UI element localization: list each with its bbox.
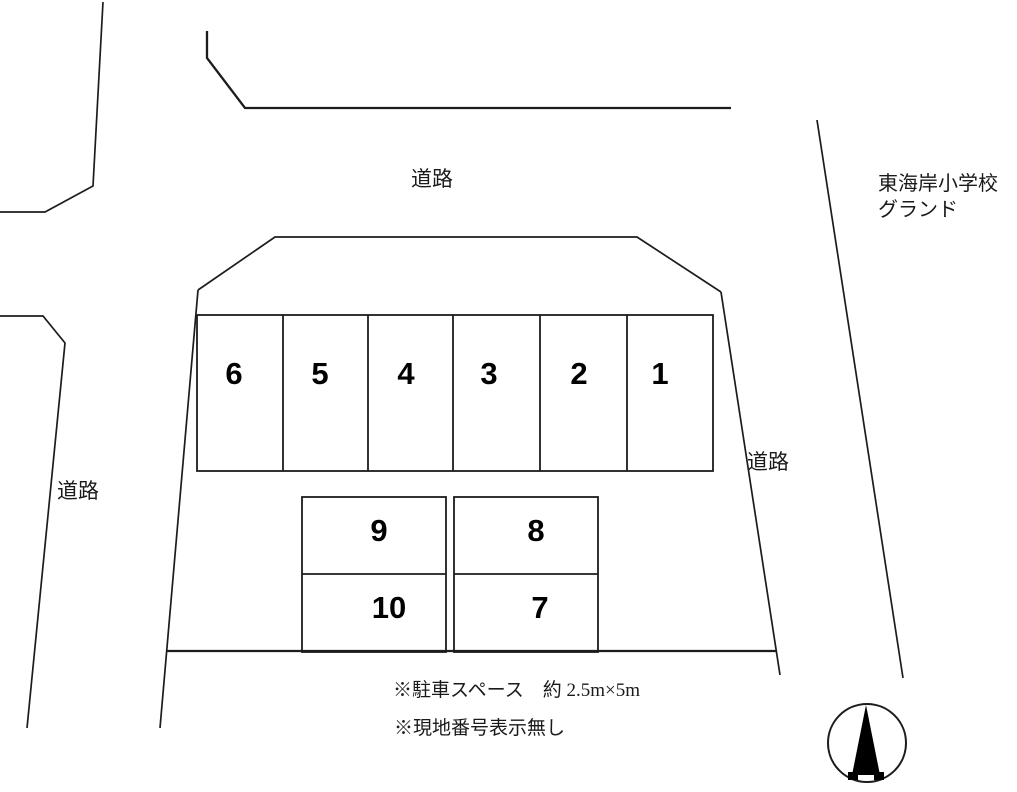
stall-number-2: 2 <box>570 356 587 391</box>
stall-number-4: 4 <box>397 356 415 391</box>
note-stall-size: ※駐車スペース 約 2.5m×5m <box>393 679 640 701</box>
site-boundary-top <box>197 236 722 293</box>
road-label-top: 道路 <box>411 167 453 191</box>
stall-number-5: 5 <box>311 356 328 391</box>
site-boundary <box>159 236 781 729</box>
stall-number-9: 9 <box>370 513 387 548</box>
compass-circle <box>827 703 907 783</box>
school-ground-label-line1: 東海岸小学校 <box>878 172 998 195</box>
stall-number-3: 3 <box>480 356 497 391</box>
stall-number-8: 8 <box>527 513 544 548</box>
compass-needle <box>852 705 880 775</box>
text-labels: 道路 道路 道路 東海岸小学校 グランド ※駐車スペース 約 2.5m×5m ※… <box>57 167 998 739</box>
parking-stalls-row: 6 5 4 3 2 1 <box>196 314 714 472</box>
road-edge-top <box>205 31 731 110</box>
road-lines <box>0 1 904 729</box>
compass-foot-left <box>848 772 858 780</box>
stall-row-outline <box>196 314 714 472</box>
stall-number-6: 6 <box>225 356 242 391</box>
road-label-right: 道路 <box>747 450 789 474</box>
compass-foot-right <box>874 772 884 780</box>
site-boundary-left <box>159 289 199 729</box>
school-ground-label-line2: グランド <box>878 198 958 221</box>
note-no-number-display: ※現地番号表示無し <box>394 717 565 739</box>
road-edge-right <box>816 119 904 679</box>
stall-number-1: 1 <box>651 356 668 391</box>
road-label-left: 道路 <box>57 479 99 503</box>
stall-number-7: 7 <box>531 590 548 625</box>
parking-stalls-left-block: 9 10 <box>301 496 447 653</box>
road-edge-left <box>0 315 66 729</box>
stall-number-10: 10 <box>372 590 406 625</box>
north-arrow-icon <box>827 703 907 783</box>
road-edge-top-left <box>0 1 104 213</box>
site-boundary-right <box>720 291 781 676</box>
parking-stalls-right-block: 8 7 <box>453 496 599 653</box>
